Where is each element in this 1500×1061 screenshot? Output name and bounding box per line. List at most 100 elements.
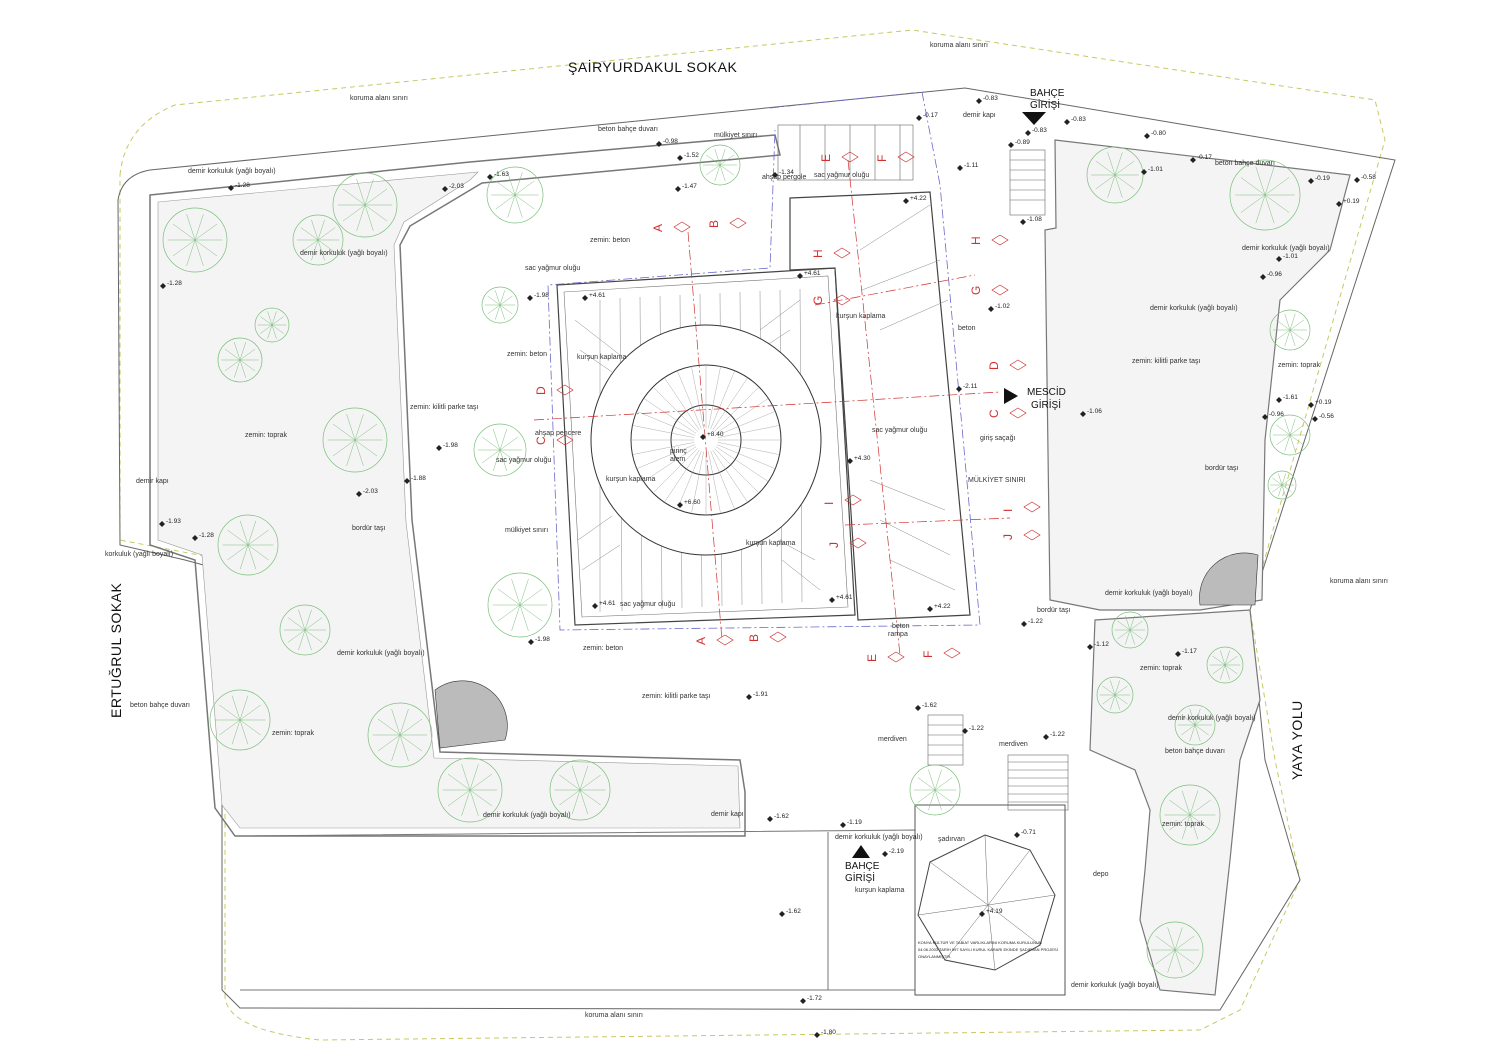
level-marker: -1.34 xyxy=(772,169,794,178)
level-icon xyxy=(988,306,994,312)
level-icon xyxy=(700,434,706,440)
level-icon xyxy=(1020,219,1026,225)
level-value: -1.62 xyxy=(786,908,801,915)
section-mark-f: F xyxy=(875,155,889,162)
level-marker: +4.30 xyxy=(847,455,871,464)
label-koruma-south: koruma alanı sınırı xyxy=(585,1012,643,1019)
section-diamond xyxy=(1009,359,1027,371)
level-value: +4.22 xyxy=(910,195,927,202)
label-ahsap-pencere: ahşap pencere xyxy=(535,430,581,437)
stairs-south xyxy=(927,714,1069,811)
tree-icon xyxy=(1111,611,1149,649)
level-icon xyxy=(1308,402,1314,408)
section-mark-a: A xyxy=(651,224,665,232)
level-value: -0.58 xyxy=(1361,174,1376,181)
label-sac-bottom: sac yağmur oluğu xyxy=(620,601,675,608)
label-demir-korkuluk-w3: demir korkuluk (yağlı boyalı) xyxy=(337,650,425,657)
tree-icon xyxy=(322,407,388,473)
label-beton-1: beton xyxy=(958,325,976,332)
level-marker: -0.19 xyxy=(1308,175,1330,184)
tree-icon xyxy=(279,604,331,656)
label-merdiven-2: merdiven xyxy=(999,741,1028,748)
level-value: -1.98 xyxy=(443,442,458,449)
level-marker: -1.88 xyxy=(404,475,426,484)
section-mark-h: H xyxy=(969,236,983,245)
level-value: -1.01 xyxy=(1148,166,1163,173)
label-beton-bahce-se: beton bahçe duvarı xyxy=(1165,748,1225,755)
level-icon xyxy=(592,603,598,609)
level-value: -1.28 xyxy=(199,532,214,539)
level-marker: -0.96 xyxy=(1260,271,1282,280)
level-icon xyxy=(840,822,846,828)
entry-mescid-1: MESCİD xyxy=(1027,385,1066,398)
level-marker: -1.62 xyxy=(915,702,937,711)
label-kursun-5: kurşun kaplama xyxy=(855,887,905,894)
label-demir-korkuluk-se3: demir korkuluk (yağlı boyalı) xyxy=(1071,982,1159,989)
level-marker: -1.22 xyxy=(1021,618,1043,627)
level-marker: +0.19 xyxy=(1308,399,1332,408)
section-mark-c: C xyxy=(534,436,548,445)
section-mark-d: D xyxy=(534,386,548,395)
section-diamond xyxy=(833,294,851,306)
section-diamond xyxy=(991,284,1009,296)
level-marker: -1.62 xyxy=(767,813,789,822)
level-value: -1.98 xyxy=(534,292,549,299)
level-value: -0.80 xyxy=(1151,130,1166,137)
level-value: -1.06 xyxy=(1087,408,1102,415)
tree-icon xyxy=(1267,470,1297,500)
level-value: +4.22 xyxy=(934,603,951,610)
level-icon xyxy=(192,535,198,541)
level-value: -0.17 xyxy=(923,112,938,119)
tree-icon xyxy=(292,214,344,266)
street-north: ŞAİRYURDAKUL SOKAK xyxy=(568,58,737,75)
level-value: +4.61 xyxy=(804,270,821,277)
level-icon xyxy=(962,728,968,734)
section-diamond xyxy=(887,651,905,663)
level-marker: -0.56 xyxy=(1312,413,1334,422)
level-icon xyxy=(228,185,234,191)
garden-wall-west xyxy=(149,134,781,837)
label-demir-korkuluk-se2: demir korkuluk (yağlı boyalı) xyxy=(1168,715,1256,722)
label-demir-korkuluk-w1: demir korkuluk (yağlı boyalı) xyxy=(300,250,388,257)
level-icon xyxy=(487,174,493,180)
level-icon xyxy=(903,198,909,204)
level-value: -0.56 xyxy=(1319,413,1334,420)
section-mark-g: G xyxy=(969,286,983,295)
level-icon xyxy=(1025,130,1031,136)
level-icon xyxy=(772,172,778,178)
label-beton-bahce-w: beton bahçe duvarı xyxy=(130,702,190,709)
tree-icon xyxy=(549,759,611,821)
level-icon xyxy=(797,273,803,279)
level-marker: -0.58 xyxy=(1354,174,1376,183)
level-icon xyxy=(1260,274,1266,280)
level-value: -1.02 xyxy=(995,303,1010,310)
level-marker: -1.01 xyxy=(1141,166,1163,175)
label-pirinc-alem-2: alem xyxy=(670,456,685,463)
property-line-label: MÜLKİYET SINIRI xyxy=(968,475,1025,484)
level-icon xyxy=(1043,734,1049,740)
street-east: YAYA YOLU xyxy=(1289,700,1305,780)
label-beton-rampa-2: rampa xyxy=(888,631,908,638)
level-value: -0.83 xyxy=(1071,116,1086,123)
label-demir-korkuluk-nw: demir korkuluk (yağlı boyalı) xyxy=(188,168,276,175)
level-marker: -1.28 xyxy=(160,280,182,289)
level-value: +0.19 xyxy=(1343,198,1360,205)
label-zemin-beton-1: zemin: beton xyxy=(590,237,630,244)
level-value: -2.03 xyxy=(363,488,378,495)
level-marker: -1.98 xyxy=(527,292,549,301)
level-value: -1.22 xyxy=(1050,731,1065,738)
level-icon xyxy=(1190,157,1196,163)
entry-mescid-2: GİRİŞİ xyxy=(1031,398,1061,411)
level-icon xyxy=(979,911,985,917)
section-diamond xyxy=(844,494,862,506)
level-value: -1.47 xyxy=(682,183,697,190)
level-value: -0.83 xyxy=(1032,127,1047,134)
label-zemin-kilitli-e: zemin: kilitli parke taşı xyxy=(1132,358,1201,365)
level-marker: +4.61 xyxy=(797,270,821,279)
level-icon xyxy=(442,186,448,192)
tree-icon xyxy=(162,207,228,273)
tree-icon xyxy=(473,423,527,477)
label-sadirvan: şadırvan xyxy=(938,836,965,843)
label-depo: depo xyxy=(1093,871,1109,878)
label-zemin-kilitli-s: zemin: kilitli parke taşı xyxy=(642,693,711,700)
